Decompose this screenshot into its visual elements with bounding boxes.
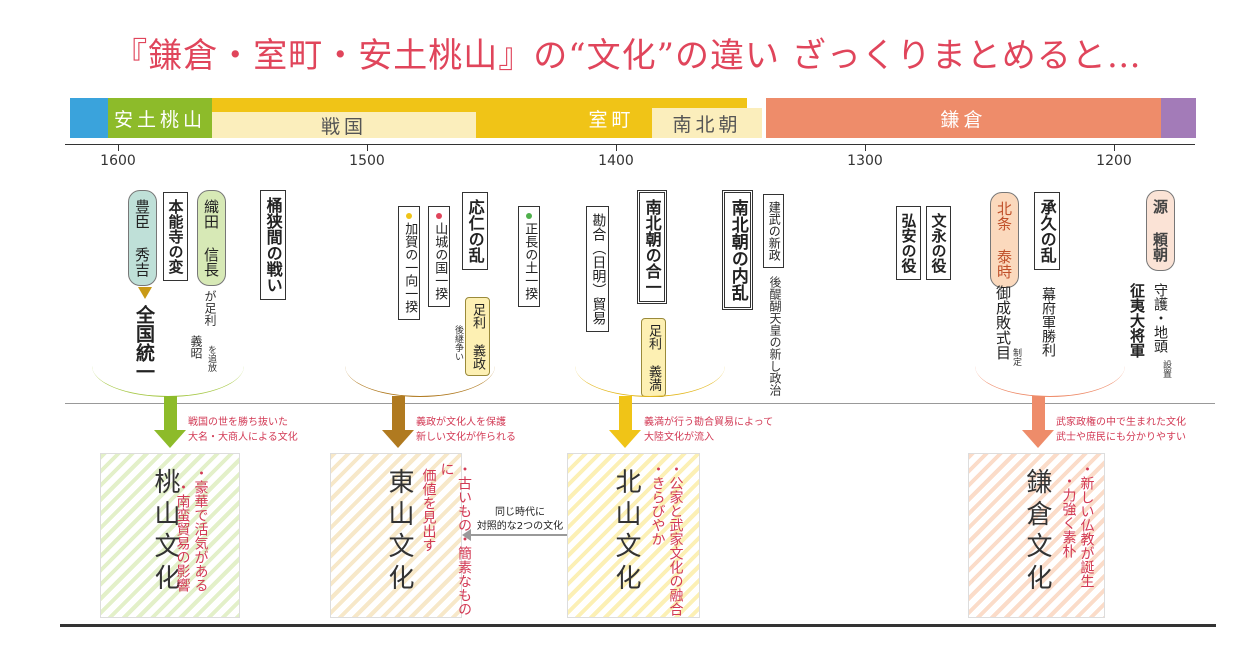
arrow-stem [164,396,177,432]
event-honnoji: 本能寺の変 [163,192,188,281]
event-okehazama: 桶狭間の戦い [260,190,286,300]
event-koan: 弘安の役 [896,206,921,280]
tick [367,145,368,151]
event-yoshiaki: 義昭 [189,335,203,359]
event-bunei: 文永の役 [926,206,951,280]
event-kenmu: 建武の新政 [763,194,785,268]
event-nanboku-war: 南北朝の内乱 [722,190,753,310]
culture-higashiyama-name: 東山文化 [384,468,414,596]
year-label: 1300 [847,153,883,169]
culture-higashiyama-desc2: 価値を見出す [420,468,437,552]
event-kaga-label: 加賀の一向一揆 [402,222,418,313]
year-label: 1400 [598,153,634,169]
dot-icon [436,213,443,219]
arrow-stem [1032,396,1045,432]
bracket-kamakura [975,366,1125,397]
culture-higashiyama: 東山文化 ・古いもの・簡素なものに 価値を見出す [330,453,472,618]
tick [118,145,119,151]
event-yamashiro: 山城の国一揆 [428,206,451,307]
culture-momoyama-desc1: ・豪華で活気がある [192,466,209,592]
event-shogun: 征夷大将軍 [1128,283,1146,358]
arrow-left-icon [462,529,471,541]
period-sengoku: 戦国 [212,112,476,138]
page-title: 『鎌倉・室町・安土桃山』の“文化”の違い ざっくりまとめると… [113,36,1142,76]
note-momoyama: 戦国の世を勝ち抜いた 大名・大商人による文化 [188,417,298,443]
event-jokyu: 承久の乱 [1034,192,1060,270]
tick [865,145,866,151]
event-setchi: 設置 [1161,360,1171,378]
year-label: 1600 [100,153,136,169]
event-minamoto: 源 頼朝 [1146,190,1175,271]
band-edge-right [1161,98,1196,138]
year-label: 1500 [349,153,385,169]
culture-momoyama-name: 桃山文化 [150,468,180,596]
tick [616,145,617,151]
bracket-momoyama [92,366,244,397]
divider-line [65,403,1215,404]
bracket-kitayama [575,366,725,397]
event-oda-note2: を追放 [206,345,216,372]
note-compare: 同じ時代に 対照的な2つの文化 [476,507,564,532]
event-yoshimasa: 足利 義政 [465,297,490,376]
dot-icon [526,213,533,219]
arrow-down-icon [154,430,186,448]
event-hojo: 北条 泰時 [990,192,1019,288]
event-seitei: 制定 [1011,348,1021,366]
culture-kamakura-name: 鎌倉文化 [1022,468,1052,596]
dot-icon [406,213,413,219]
event-zenkoku: 全国統一 [133,305,155,381]
event-shugo: 守護・地頭 [1152,283,1168,353]
event-shocho: 正長の土一揆 [518,206,541,307]
culture-kitayama-name: 北山文化 [611,468,641,596]
arrow-down-icon [138,287,152,299]
arrow-down-icon [1022,430,1054,448]
note-kitayama: 義満が行う勘合貿易によって 大陸文化が流入 [644,417,774,443]
event-nanboku-unify: 南北朝の合一 [637,190,667,304]
culture-kitayama-desc1: ・公家と武家文化の融合 [667,462,684,616]
compare-line [466,534,570,536]
culture-kamakura-desc1: ・新しい仏教が誕生 [1078,462,1095,588]
event-kaga: 加賀の一向一揆 [398,206,421,320]
period-nanbokucho: 南北朝 [652,108,762,138]
event-godaigo: 後醍醐天皇の新し政治 [768,276,782,396]
event-toyotomi: 豊臣 秀吉 [128,190,157,286]
event-kango: 勘合（日明）貿易 [586,206,610,332]
event-shocho-label: 正長の土一揆 [522,222,538,300]
culture-momoyama: 桃山文化 ・豪華で活気がある ・南蛮貿易の影響 [100,453,240,618]
event-onin: 応仁の乱 [462,192,488,270]
arrow-down-icon [382,430,414,448]
note-higashiyama: 義政が文化人を保護 新しい文化が作られる [416,417,516,443]
arrow-stem [619,396,632,432]
culture-momoyama-desc2: ・南蛮貿易の影響 [174,480,191,592]
event-yamashiro-label: 山城の国一揆 [432,222,448,300]
culture-kamakura-desc2: ・力強く素朴 [1060,474,1077,558]
event-oda-note: が足利 [203,290,217,326]
timeline-axis [65,144,1195,145]
event-bakufu: 幕府軍勝利 [1040,287,1056,357]
culture-kamakura: 鎌倉文化 ・新しい仏教が誕生 ・力強く素朴 [968,453,1105,618]
tick [1114,145,1115,151]
period-azuchi: 安土桃山 [108,98,212,138]
event-goseibai: 御成敗式目 [994,285,1012,360]
event-succession: 後継争い [453,325,463,361]
year-label: 1200 [1096,153,1132,169]
arrow-stem [392,396,405,432]
arrow-down-icon [609,430,641,448]
culture-kitayama-desc2: ・きらびやか [649,462,666,546]
culture-kitayama: 北山文化 ・公家と武家文化の融合 ・きらびやか [567,453,700,618]
band-edge-left [70,98,108,138]
period-kamakura: 鎌倉 [766,98,1161,138]
bottom-rule [60,624,1216,627]
note-kamakura: 武家政権の中で生まれた文化 武士や庶民にも分かりやすい [1056,417,1186,443]
event-oda: 織田 信長 [197,190,226,286]
bracket-higashiyama [345,366,495,397]
